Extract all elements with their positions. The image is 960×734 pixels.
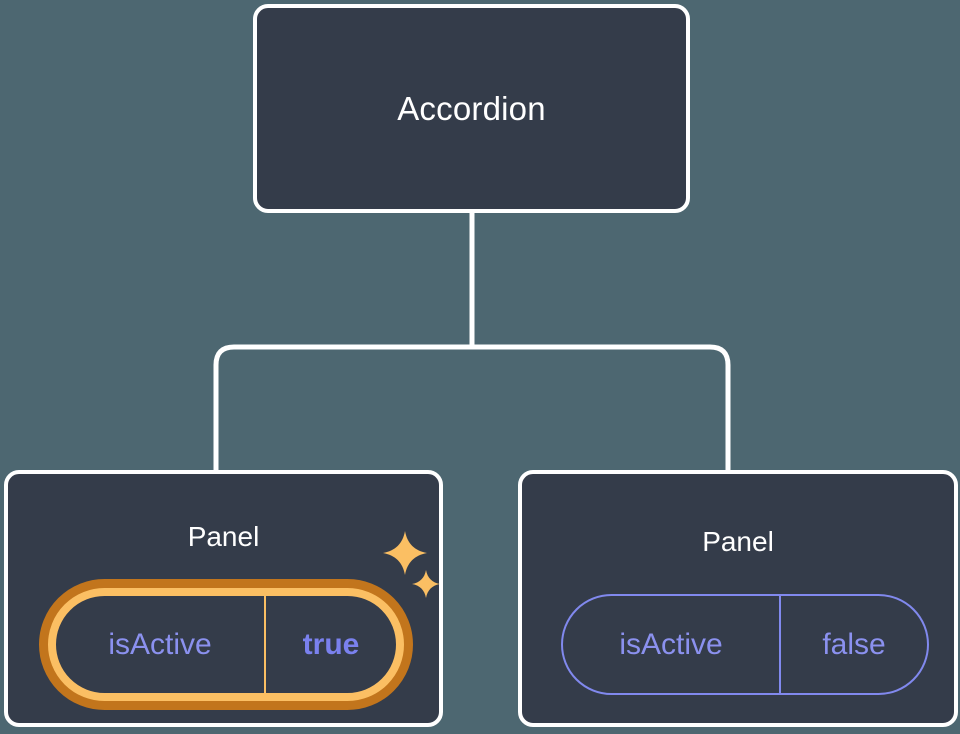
- prop-value-label: true: [302, 627, 360, 661]
- node-panel-right[interactable]: Panel isActive false: [518, 470, 958, 727]
- node-panel-left-title: Panel: [187, 521, 260, 552]
- prop-key-cell: isActive: [56, 596, 266, 693]
- node-panel-left[interactable]: Panel isActive true: [4, 470, 443, 727]
- prop-pill-isactive-true[interactable]: isActive true: [39, 579, 413, 710]
- prop-pill-isactive-false[interactable]: isActive false: [561, 594, 929, 695]
- prop-value-label: false: [822, 627, 886, 661]
- prop-value-cell: false: [781, 596, 927, 693]
- node-panel-right-title: Panel: [702, 526, 774, 557]
- prop-value-cell: true: [266, 596, 396, 693]
- prop-key-cell: isActive: [563, 596, 781, 693]
- prop-key-label: isActive: [108, 627, 212, 661]
- prop-pill-inner: isActive true: [48, 588, 404, 701]
- node-accordion-title: Accordion: [397, 89, 546, 127]
- node-accordion[interactable]: Accordion: [253, 4, 690, 213]
- prop-key-label: isActive: [619, 627, 723, 661]
- connector-bracket: [213, 344, 731, 470]
